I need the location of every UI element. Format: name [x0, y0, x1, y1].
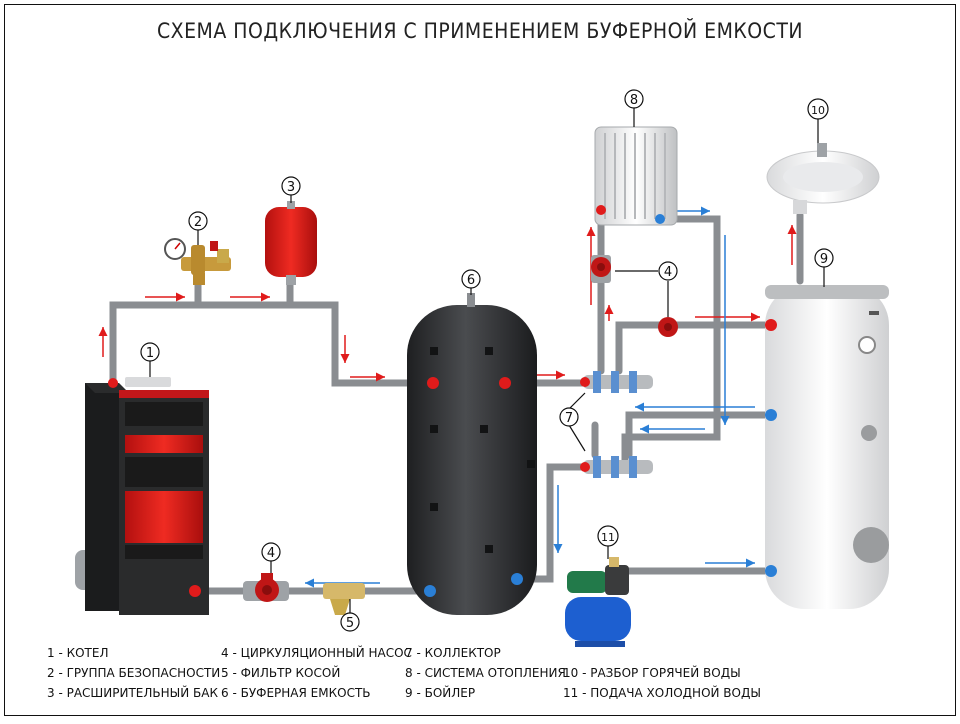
- legend-item: 8 - СИСТЕМА ОТОПЛЕНИЯ: [405, 666, 566, 680]
- marker-3: 3: [281, 176, 301, 203]
- collector-hot-line: [615, 321, 774, 375]
- marker-label: 7: [565, 411, 573, 426]
- legend-item: 3 - РАСШИРИТЕЛЬНЫЙ БАК: [47, 686, 218, 700]
- legend-item: 10 - РАЗБОР ГОРЯЧЕЙ ВОДЫ: [563, 666, 741, 680]
- marker-label: 4: [664, 265, 672, 280]
- marker-label: 1: [146, 346, 154, 361]
- legend-item: 7 - КОЛЛЕКТОР: [405, 646, 501, 660]
- marker-5: 5: [340, 599, 360, 632]
- marker-label: 9: [820, 252, 828, 267]
- number-markers: 1 2 3 4 4: [140, 89, 834, 632]
- buffer-tank: [407, 293, 537, 615]
- marker-4-return: 4: [261, 542, 281, 573]
- marker-6: 6: [461, 269, 481, 295]
- y-strainer: [323, 583, 365, 615]
- marker-label: 4: [267, 546, 275, 561]
- legend-item: 11 - ПОДАЧА ХОЛОДНОЙ ВОДЫ: [563, 686, 761, 700]
- radiator: [594, 126, 678, 226]
- marker-label: 3: [287, 180, 295, 195]
- marker-7: 7: [559, 392, 586, 452]
- marker-label: 5: [346, 616, 354, 631]
- marker-label: 8: [630, 93, 638, 108]
- legend-item: 4 - ЦИРКУЛЯЦИОННЫЙ НАСОС: [221, 646, 412, 660]
- marker-10: 10: [807, 98, 829, 143]
- marker-1: 1: [140, 342, 160, 377]
- page-title: СХЕМА ПОДКЛЮЧЕНИЯ С ПРИМЕНЕНИЕМ БУФЕРНОЙ…: [156, 19, 804, 43]
- marker-label: 11: [601, 531, 615, 544]
- legend-col-1: 1 - КОТЕЛ 2 - ГРУППА БЕЗОПАСНОСТИ 3 - РА…: [47, 643, 220, 703]
- marker-4-heating: 4: [615, 261, 678, 317]
- sink: [766, 143, 880, 214]
- circulation-pump-heating: [591, 255, 611, 283]
- collector-upper: [580, 371, 653, 393]
- solid-fuel-boiler: [75, 377, 209, 615]
- safety-group: [164, 238, 231, 285]
- water-heater: [765, 285, 889, 609]
- marker-label: 6: [467, 273, 475, 288]
- heater-return-pipe: [625, 411, 775, 459]
- radiator-return-pipe: [621, 215, 721, 469]
- circulation-pump-dhw: [658, 317, 678, 337]
- legend-item: 9 - БОЙЛЕР: [405, 686, 476, 700]
- pumping-station: [565, 557, 631, 647]
- flow-arrows: [98, 206, 797, 588]
- marker-2: 2: [188, 211, 208, 245]
- legend-item: 1 - КОТЕЛ: [47, 646, 109, 660]
- marker-8: 8: [624, 89, 644, 127]
- connection-diagram: 1 2 3 4 4: [75, 89, 889, 647]
- boiler-supply-pipe: [109, 301, 434, 387]
- legend-item: 5 - ФИЛЬТР КОСОЙ: [221, 666, 341, 680]
- legend-item: 2 - ГРУППА БЕЗОПАСНОСТИ: [47, 666, 221, 680]
- legend-col-4: 10 - РАЗБОР ГОРЯЧЕЙ ВОДЫ 11 - ПОДАЧА ХОЛ…: [563, 663, 761, 703]
- diagram-frame: СХЕМА ПОДКЛЮЧЕНИЯ С ПРИМЕНЕНИЕМ БУФЕРНОЙ…: [4, 4, 956, 716]
- marker-9: 9: [814, 248, 834, 287]
- marker-label: 10: [811, 104, 825, 117]
- marker-11: 11: [597, 525, 619, 559]
- collector-lower: [580, 456, 653, 478]
- marker-label: 2: [194, 215, 202, 230]
- expansion-tank: [265, 201, 317, 285]
- legend-col-2: 4 - ЦИРКУЛЯЦИОННЫЙ НАСОС 5 - ФИЛЬТР КОСО…: [221, 643, 412, 703]
- legend-item: 6 - БУФЕРНАЯ ЕМКОСТЬ: [221, 686, 371, 700]
- circulation-pump-return: [243, 573, 289, 602]
- legend-col-3: 7 - КОЛЛЕКТОР 8 - СИСТЕМА ОТОПЛЕНИЯ 9 - …: [405, 643, 566, 703]
